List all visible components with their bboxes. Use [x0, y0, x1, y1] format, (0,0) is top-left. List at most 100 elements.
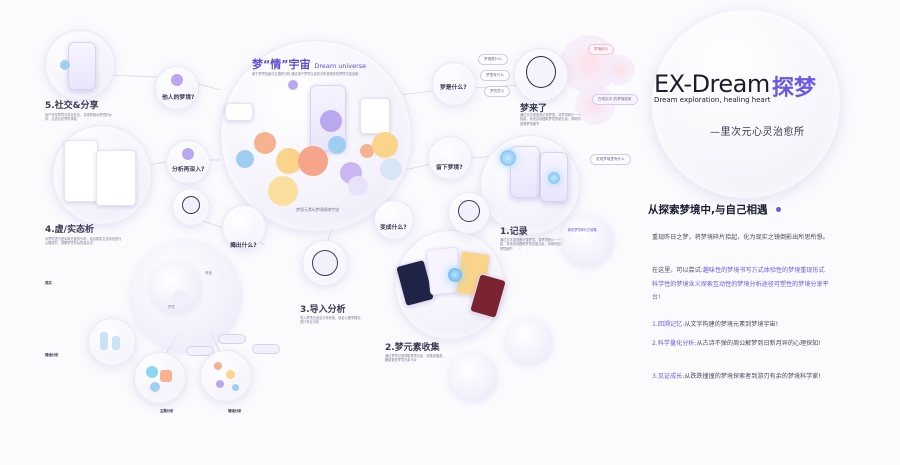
universe-caption: 梦境元素&梦境情绪宇宙: [296, 207, 340, 212]
brand-bubble: [652, 10, 840, 198]
universe-card: [360, 98, 390, 134]
point-label: 1.回溯记忆:: [652, 321, 685, 328]
analysis-card: [96, 150, 136, 206]
universe-dot: [372, 132, 398, 158]
analysis-inner-bubble: [150, 262, 202, 314]
person-icon: [458, 200, 480, 222]
section-title-analysis: 4.虚/实态析: [45, 225, 94, 235]
question-bubble-dream-what: [432, 62, 476, 106]
universe-dot: [348, 176, 368, 196]
question-bubble-others: [155, 66, 199, 110]
question-bubble-record: [428, 136, 472, 180]
glow-orb: [500, 150, 516, 166]
intro-paragraph-2: 在这里，可以尝试:趣味性的梦境书写方式体验性的梦境重现形式科学性的梦境含义探索互…: [652, 264, 830, 305]
section-desc-import: 导入梦境元素至分析系统，结合心理学理论进行专业分析: [300, 316, 361, 325]
glow-bubble: [575, 85, 615, 125]
universe-dot: [268, 176, 298, 206]
section-desc-analysis: 对梦境进行虚实两方面的分析，结合现实生活状态进行心理探究，洞察梦境背后的潜意识: [45, 237, 122, 246]
question-analysis-deeper: 分析再深入?: [172, 167, 205, 173]
dream-tag-pill: 梦境碎片: [588, 44, 615, 55]
pill-q1: 梦境是什么: [478, 54, 508, 65]
universe-legend-card: [225, 103, 253, 121]
question-bubble-analysis: [166, 140, 210, 184]
universe-dot: [276, 148, 302, 174]
social-dot: [60, 60, 70, 70]
label-emotion-analysis: 情绪分析: [45, 353, 59, 357]
record-phone-2: [540, 152, 568, 202]
girl-icon: [526, 56, 556, 88]
emotion-dot: [232, 384, 239, 391]
theme-dot: [160, 370, 172, 382]
universe-dot: [360, 144, 374, 158]
emotion-dot: [226, 370, 235, 379]
fragment-label: 新的梦境碎片已收集: [568, 228, 597, 232]
universe-dot: [328, 136, 346, 154]
point-text: 从古诗不弹的周公解梦到日新月异的心理探知!: [696, 340, 821, 347]
brand-tagline: Dream exploration, healing heart: [654, 96, 771, 104]
section-title-collect: 2.梦元素收集: [385, 343, 440, 353]
tag-chip: [252, 344, 280, 354]
glow-bubble: [605, 55, 635, 85]
theme-dot: [146, 366, 158, 378]
theme-dot: [150, 382, 160, 392]
section-desc-collect: 通过梦境记录提取梦境元素，收集成图鉴，解锁更多梦境元素卡片: [385, 354, 446, 363]
ghost-bubble: [448, 352, 498, 402]
universe-title-en: Dream universe: [314, 62, 367, 70]
intro-dot: [776, 207, 781, 212]
universe-dot: [298, 146, 328, 176]
intro-title: 从探索梦境中,与自己相遇: [648, 204, 768, 216]
section-desc-record: 通过文字或语音记录梦境，将梦境碎片一一拾起，系统自动提取梦境关键元素，帮助你回溯…: [500, 238, 564, 251]
section-title-social: 5.社交&分享: [45, 101, 99, 111]
universe-title: 梦“情”宇宙 Dream universe: [252, 56, 366, 72]
universe-dot: [320, 110, 342, 132]
universe-dot: [254, 132, 276, 154]
glow-orb: [548, 172, 560, 184]
question-record-down: 留下梦境?: [436, 165, 463, 171]
label-emotion-chart: 情绪分析: [228, 409, 242, 413]
point-text: 从跌跌撞撞的梦境探索者到游刃有余的梦境科学家!: [684, 373, 821, 380]
pill-q3: 梦的意义: [484, 86, 511, 97]
emotion-figure: [100, 332, 108, 350]
universe-title-cn: 梦“情”宇宙: [252, 58, 311, 71]
point-label: 2.科学量化分析:: [652, 340, 697, 347]
section-desc-social: 用户可将梦境分享至社区，寻找有相似梦境的伙伴，交流讨论梦境体验: [45, 113, 112, 122]
emotion-dot: [214, 362, 222, 370]
intro-point-1: 1.回溯记忆:从文字构建的梦境元素到梦境宇宙!: [652, 318, 830, 332]
universe-dot: [236, 150, 254, 168]
intro-point-2: 2.科学量化分析:从古诗不弹的周公解梦到日新月异的心理探知!: [652, 337, 830, 351]
dream-icon: [171, 74, 183, 86]
point-text: 从文字构建的梦境元素到梦境宇宙!: [684, 321, 779, 328]
label-theme-analysis: 主题分析: [160, 409, 174, 413]
question-tell-what: 揭出什么?: [230, 243, 257, 249]
intro-para2-highlight: 趣味性的梦境书写方式体验性的梦境重现形式科学性的梦境含义探索互动性的梦境分析途径…: [652, 267, 829, 301]
pill-q2: 梦里有什么: [480, 70, 510, 81]
question-become-what: 变成什么?: [380, 225, 407, 231]
reality-tag-pill: 在现实中 的梦境投射: [592, 94, 638, 105]
dream-came-desc: 通过文字或语音记录梦境，将梦境碎片一一拾起，系统自动提取梦境关键元素，帮助你回溯…: [520, 113, 581, 126]
question-dream-what: 梦是什么?: [440, 85, 467, 91]
universe-dot: [380, 158, 402, 180]
analysis-card: [64, 140, 98, 202]
intro-paragraph-1: 重现昨日之梦，将梦境碎片拾起，化为现实之镜倒影出所思所想。: [652, 234, 829, 241]
pill-find-meaning: 发现梦境里有什么: [590, 154, 631, 165]
label-emotion: 情绪: [205, 271, 212, 275]
label-dream: 梦境: [168, 305, 175, 309]
point-label: 3.见证成长:: [652, 373, 685, 380]
tag-chip: [186, 346, 214, 356]
section-title-record: 1.记录: [500, 227, 528, 237]
glow-orb: [448, 268, 462, 282]
label-reality-analysis: 现实: [45, 281, 52, 285]
dream-came-title: 梦来了: [520, 104, 548, 114]
intro-para2-prefix: 在这里，可以尝试:: [652, 267, 703, 274]
brand-slogan: —里次元心灵治愈所: [710, 127, 805, 138]
universe-dot: [288, 80, 298, 90]
brand-name: EX-Dream: [654, 70, 770, 98]
question-bubble-become: [374, 200, 414, 240]
brand-name-cn: 探梦: [772, 76, 817, 101]
tag-chip: [218, 334, 246, 344]
social-phone: [68, 42, 96, 90]
intro-point-3: 3.见证成长:从跌跌撞撞的梦境探索者到游刃有余的梦境科学家!: [652, 370, 830, 384]
person-sleep-icon: [312, 250, 338, 276]
analysis-inner-dot: [172, 290, 188, 306]
emotion-dot: [216, 380, 224, 388]
